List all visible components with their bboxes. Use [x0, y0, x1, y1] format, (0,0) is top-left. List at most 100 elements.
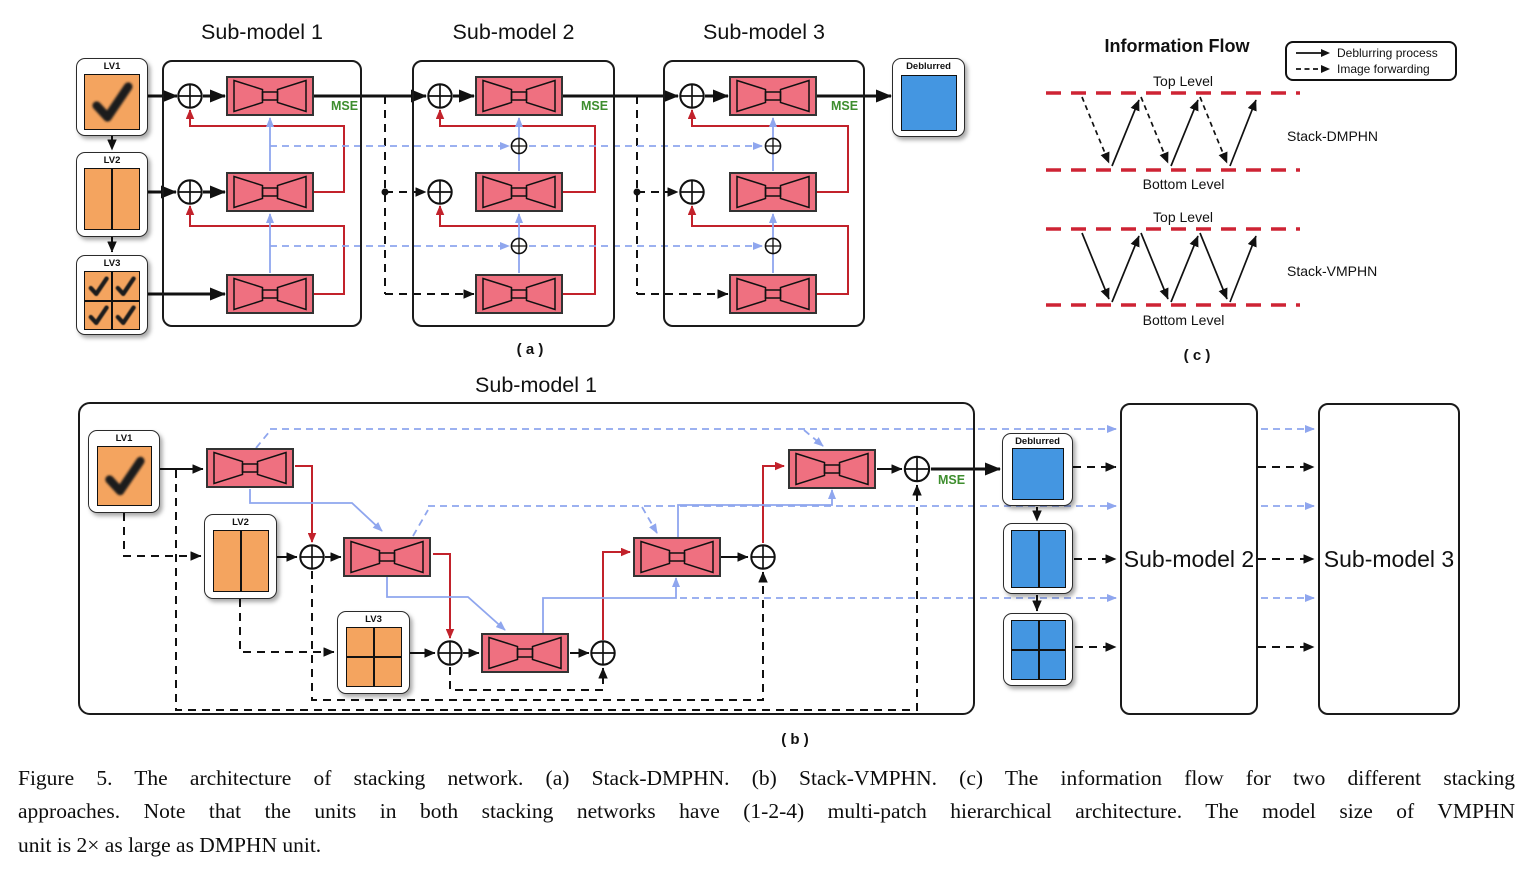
residual-feedback [185, 109, 345, 193]
patch-label: LV1 [115, 432, 133, 444]
mse-loss-label: MSE [831, 99, 859, 113]
blurry-image [97, 446, 152, 506]
deblur-up-arrow [1111, 235, 1140, 303]
deblur-down-arrow [1140, 232, 1169, 300]
mse-loss-label: MSE [581, 99, 609, 113]
feature-forward-dashed [255, 430, 271, 449]
deblur-up-arrow [1170, 235, 1199, 303]
check-mark [98, 447, 151, 505]
caption-line: unit is 2× as large as DMPHN unit. [18, 832, 322, 857]
input-patch-lv2: LV2 [204, 514, 277, 599]
submodel-2-box [412, 60, 615, 327]
deblur-down-arrow [1081, 232, 1110, 300]
caption-line: Figure 5. The architecture of stacking n… [18, 766, 1515, 790]
patch-divider [85, 299, 139, 302]
deblur-up-arrow [1170, 99, 1199, 167]
patch-divider [1012, 649, 1065, 651]
output-label: Deblurred [906, 60, 951, 72]
check-mark [85, 75, 139, 129]
two-patch-image [213, 530, 269, 592]
part-b-connectors [123, 425, 1315, 711]
mse-loss-label: MSE [938, 473, 966, 487]
feature-forward-dashed [641, 506, 658, 534]
junction-dot [633, 188, 641, 196]
blurry-image [84, 74, 140, 130]
submodel-1-detail-title: Sub-model 1 [475, 373, 597, 397]
stack-dmphn-label: Stack-DMPHN [1287, 128, 1379, 144]
legend-label: Deblurring process [1337, 46, 1438, 60]
patch-divider [240, 531, 242, 591]
residual-feedback [435, 205, 596, 295]
submodel-2-label: Sub-model 2 [1123, 545, 1255, 572]
check-mark [85, 301, 112, 330]
input-patch-lv1: LV1 [88, 430, 160, 513]
patch-label: LV2 [232, 516, 249, 528]
deblurred-output: Deblurred [892, 58, 965, 137]
patch-split-arrow [123, 513, 202, 561]
input-patch-lv1: LV1 [76, 58, 148, 136]
bottom-level-label: Bottom Level [1142, 312, 1225, 328]
residual-feedback [295, 465, 317, 543]
deblurred-four-patch [1011, 620, 1066, 680]
patch-divider [347, 656, 401, 658]
input-patch-lv3: LV3 [76, 255, 148, 335]
patch-divider [1037, 531, 1040, 587]
deblurred-two-patch [1011, 530, 1066, 588]
stack-vmphn-label: Stack-VMPHN [1287, 263, 1378, 279]
feature-link [386, 577, 506, 631]
deblur-up-arrow [1229, 235, 1257, 303]
forward-down-arrow [1140, 96, 1169, 164]
deblurred-image [901, 75, 957, 131]
legend-label: Image forwarding [1337, 62, 1430, 76]
deblurred-output-lv3 [1003, 613, 1073, 686]
residual-feedback [433, 553, 455, 639]
output-label: Deblurred [1015, 435, 1060, 447]
solid-arrow-icon [1296, 49, 1330, 57]
image-forward-arrow [449, 667, 608, 691]
residual-feedback [435, 109, 596, 193]
submodel-3-title: Sub-model 3 [703, 20, 825, 44]
legend-row: Image forwarding [1296, 62, 1449, 76]
input-patch-lv3: LV3 [337, 611, 410, 694]
info-flow-title: Information Flow [1104, 36, 1250, 56]
top-level-label: Top Level [1153, 209, 1213, 225]
deblur-down-arrow [1199, 232, 1228, 300]
deblur-up-arrow [1111, 99, 1140, 167]
part-c-diagram [1046, 91, 1300, 307]
deblur-up-arrow [1229, 99, 1257, 167]
check-mark [112, 301, 139, 330]
feature-forward-dashed [803, 429, 824, 447]
submodel-1-box [162, 60, 362, 327]
part-b-label: ( b ) [781, 731, 809, 748]
check-mark [85, 272, 112, 301]
patch-label: LV3 [103, 257, 121, 269]
deblurred-image [1012, 448, 1064, 500]
check-mark [112, 272, 139, 301]
image-forward-arrow [311, 571, 768, 701]
forward-down-arrow [1199, 96, 1228, 164]
feature-link [249, 489, 383, 532]
legend-box: Deblurring process Image forwarding [1285, 41, 1457, 81]
submodel-3-box: Sub-model 3 [1318, 403, 1460, 715]
two-patch-image [84, 168, 140, 230]
part-a-label: ( a ) [516, 341, 544, 358]
image-forward-arrow [175, 470, 922, 711]
patch-label: LV2 [103, 154, 121, 166]
residual-feedback [687, 205, 849, 295]
submodel-3-label: Sub-model 3 [1323, 545, 1455, 572]
residual-feedback [687, 109, 849, 193]
patch-label: LV1 [103, 60, 121, 72]
caption-line: approaches. Note that the units in both … [18, 799, 1515, 824]
part-c-label: ( c ) [1183, 347, 1211, 364]
patch-label: LV3 [365, 613, 382, 625]
residual-feedback [602, 547, 631, 640]
residual-feedback [762, 461, 785, 543]
four-patch-image [84, 271, 140, 330]
submodel-2-title: Sub-model 2 [452, 20, 575, 44]
residual-feedback [185, 205, 345, 295]
junction-dot [381, 188, 389, 196]
four-patch-image [346, 627, 402, 687]
forward-down-arrow [1081, 96, 1110, 164]
